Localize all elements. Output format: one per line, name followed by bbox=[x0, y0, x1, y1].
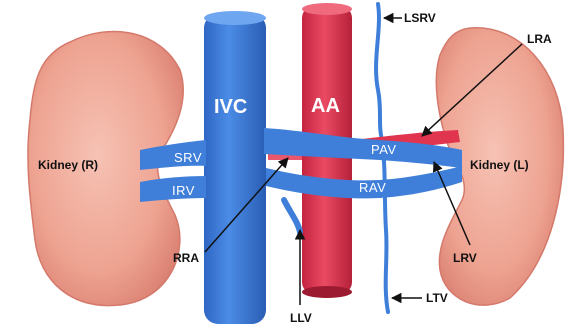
kidney-right-label: Kidney (R) bbox=[38, 158, 98, 172]
left-lumbar-vein bbox=[284, 200, 300, 232]
llv-label: LLV bbox=[290, 311, 312, 325]
pav-label: PAV bbox=[371, 142, 397, 157]
rav-label: RAV bbox=[359, 180, 386, 195]
srv-label: SRV bbox=[174, 150, 202, 165]
ltv-label: LTV bbox=[426, 291, 448, 305]
lsrv-label: LSRV bbox=[404, 11, 436, 25]
irv-label: IRV bbox=[172, 183, 195, 198]
inferior-vena-cava bbox=[204, 14, 266, 324]
kidney-left-label: Kidney (L) bbox=[470, 158, 529, 172]
lrv-label: LRV bbox=[453, 251, 477, 265]
rra-label: RRA bbox=[173, 251, 199, 265]
aa-label: AA bbox=[311, 95, 340, 117]
aorta-bottom bbox=[302, 286, 352, 298]
lra-label: LRA bbox=[527, 32, 552, 46]
ivc-label: IVC bbox=[214, 96, 247, 118]
aorta-top bbox=[302, 3, 352, 15]
ivc-top bbox=[204, 11, 266, 25]
